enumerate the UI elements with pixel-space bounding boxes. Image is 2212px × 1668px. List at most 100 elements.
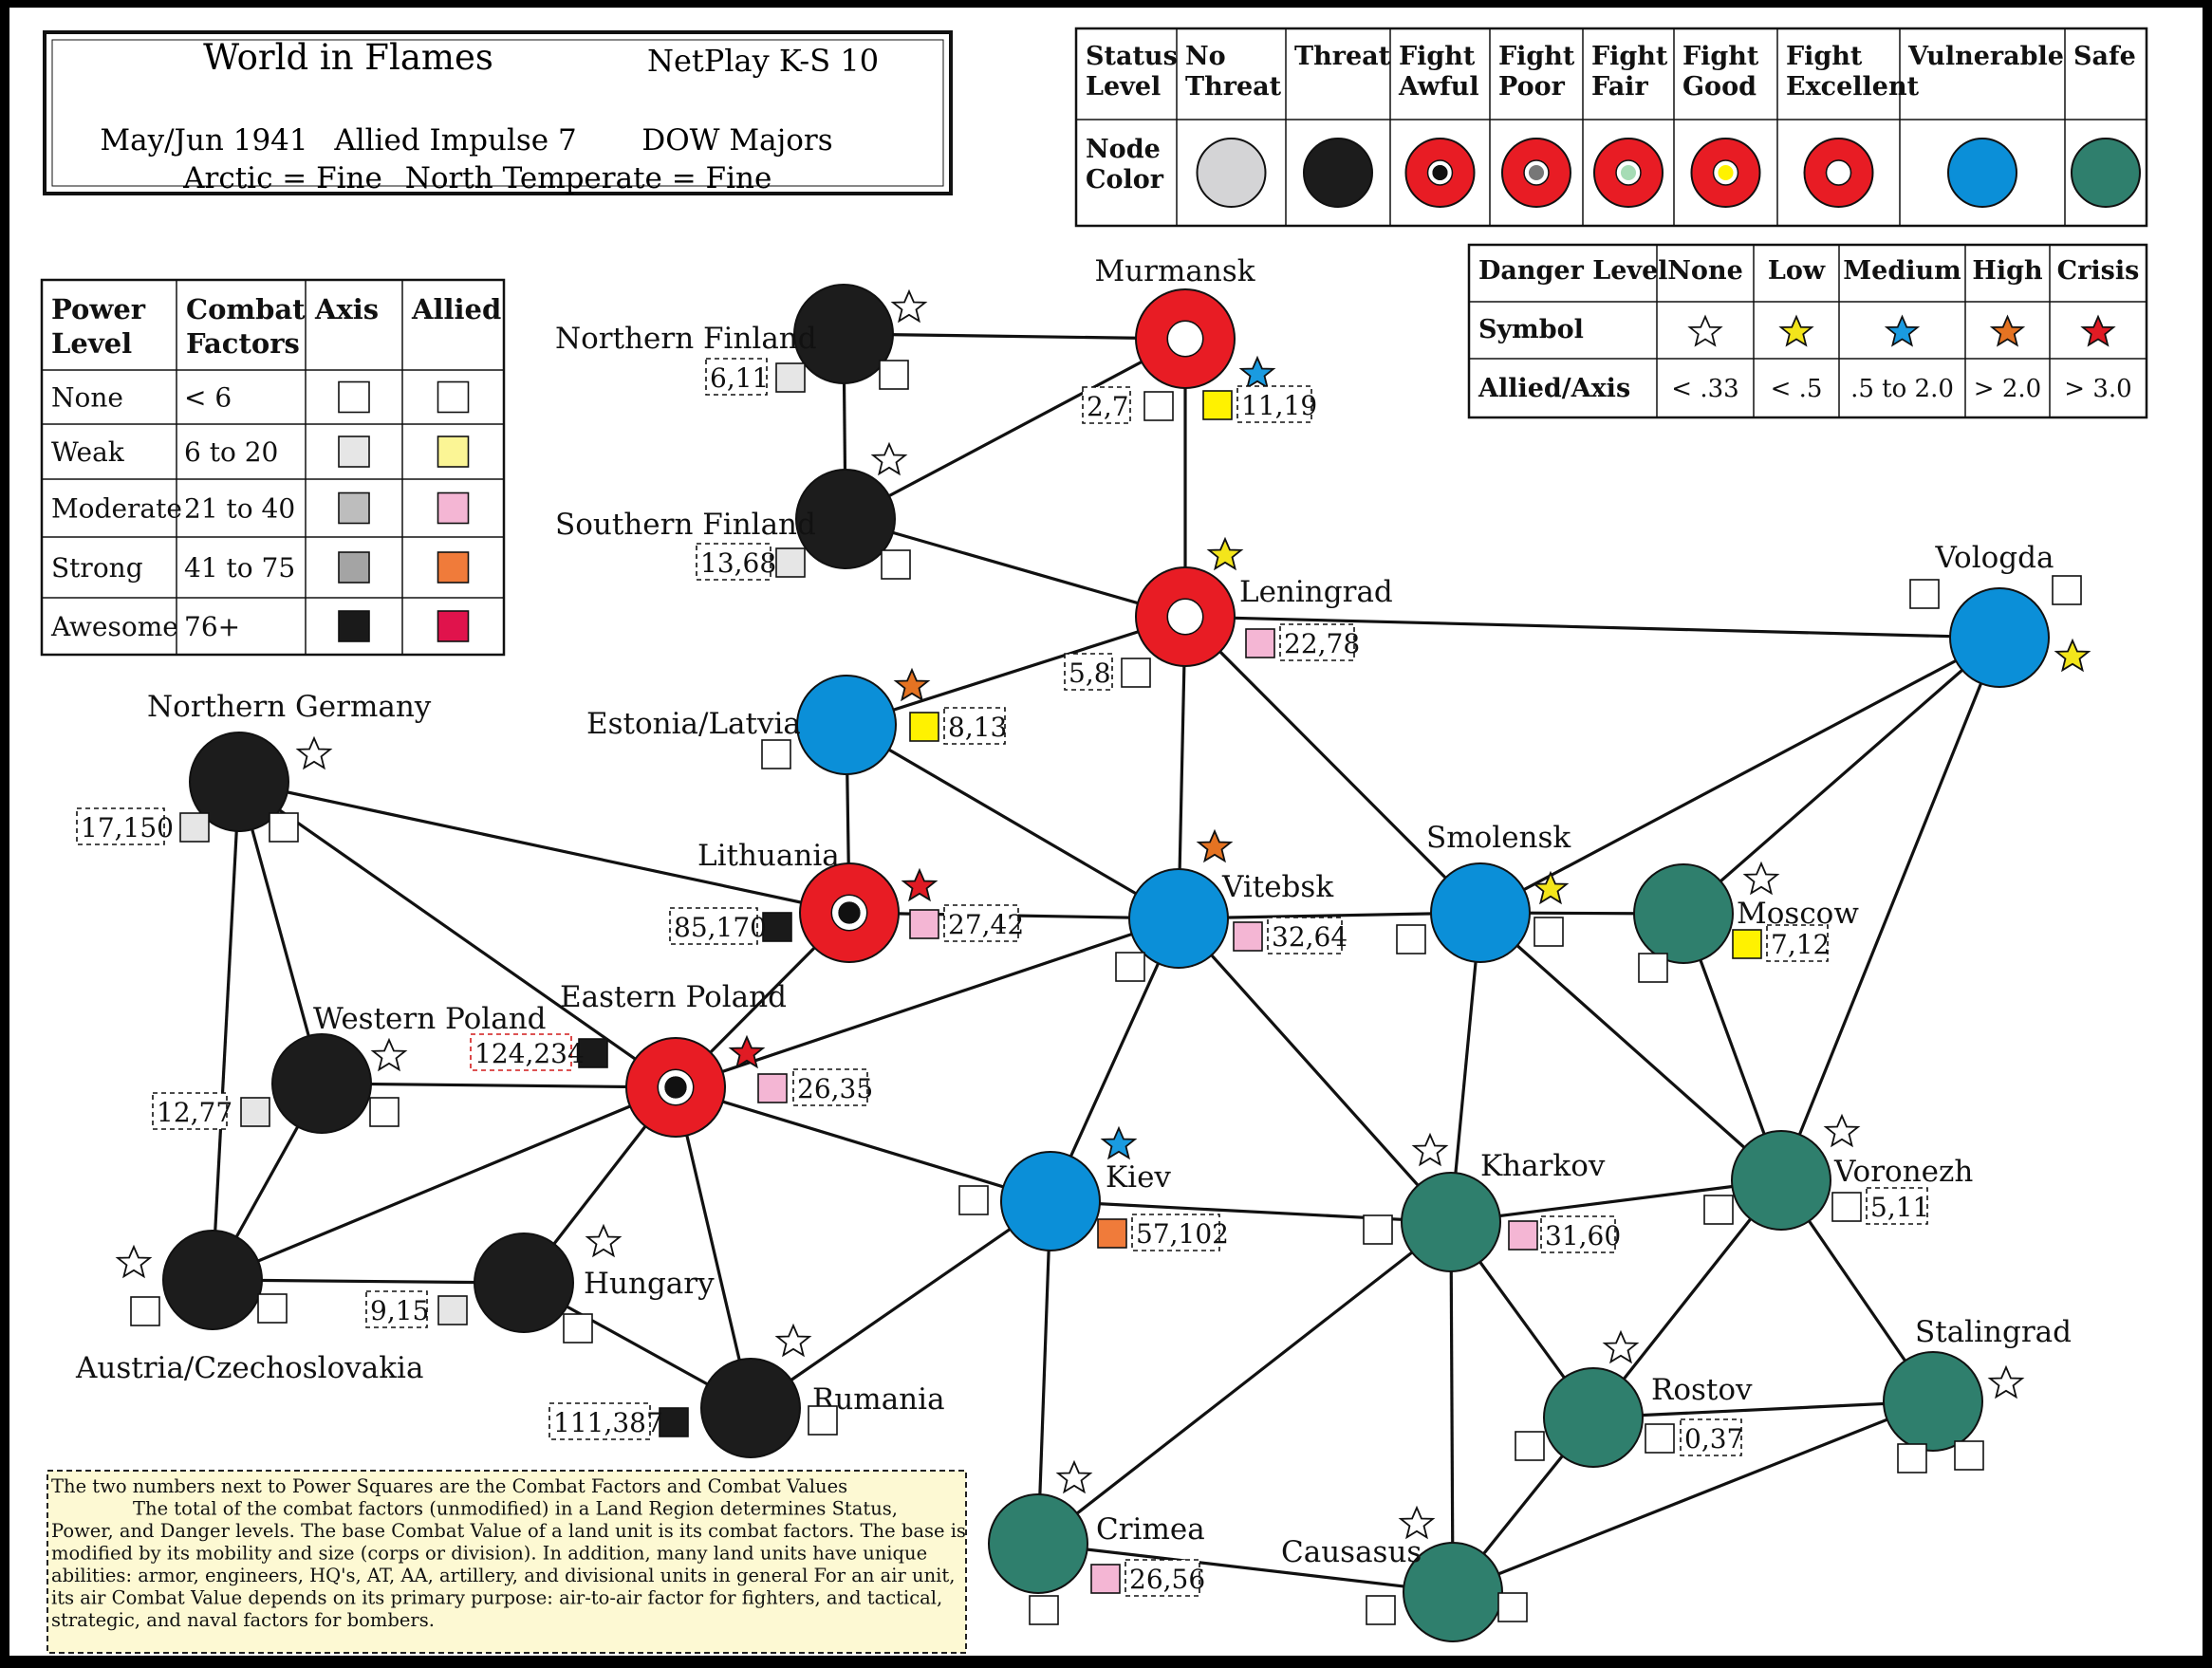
legend-node-none[interactable] [1196, 138, 1267, 208]
connection-smolensk-voronezh [1478, 911, 1783, 1182]
combat-values-western-poland: 12,77 [157, 1097, 232, 1128]
cv-box-voronezh [1866, 1187, 1928, 1225]
region-murmansk[interactable] [1135, 288, 1236, 389]
region-label-smolensk: Smolensk [1426, 821, 1571, 855]
power-square-vitebsk [1233, 921, 1263, 952]
region-label-voronezh: Voronezh [1833, 1155, 1973, 1189]
legend-node-fair[interactable] [1593, 138, 1664, 208]
region-austria-czechoslovakia[interactable] [162, 1230, 263, 1330]
connection-northern-germany-eastern-poland [238, 780, 677, 1089]
combat-values-murmansk: 11,19 [1241, 390, 1317, 421]
connection-voronezh-rostov [1591, 1179, 1783, 1418]
connection-northern-finland-murmansk [843, 332, 1186, 341]
region-voronezh[interactable] [1731, 1130, 1831, 1231]
region-moscow[interactable] [1633, 863, 1734, 964]
region-vologda[interactable] [1949, 587, 2050, 688]
region-leningrad[interactable] [1135, 566, 1236, 667]
note-line: Power, and Danger levels. The base Comba… [51, 1520, 966, 1542]
power-square-kharkov [1508, 1220, 1538, 1251]
danger-ratio: > 3.0 [2064, 375, 2131, 403]
cv-box-eastern-poland [792, 1068, 868, 1106]
region-eastern-poland[interactable] [625, 1037, 726, 1138]
region-label-kharkov: Kharkov [1480, 1149, 1606, 1183]
combat-values-voronezh: 5,11 [1870, 1192, 1929, 1223]
axis-power-square [338, 380, 370, 414]
weather-arctic: Arctic = Fine [182, 161, 382, 195]
combat-values-southern-finland: 13,68 [700, 547, 776, 579]
empty-square-northern-germany [269, 812, 299, 843]
region-crimea[interactable] [988, 1493, 1088, 1594]
power-square-crimea [1090, 1564, 1121, 1594]
connection-leningrad-vitebsk [1177, 616, 1187, 919]
region-vitebsk[interactable] [1128, 868, 1229, 969]
empty-square-rostov [1515, 1431, 1545, 1461]
empty-square-smolensk [1534, 917, 1564, 947]
status-column-label: Awful [1398, 72, 1479, 102]
allied-power-square [437, 436, 470, 468]
region-stalingrad[interactable] [1883, 1351, 1983, 1452]
connection-kharkov-causasus [1449, 1221, 1455, 1593]
empty-square-southern-finland [881, 549, 911, 580]
node-color-header: Color [1086, 165, 1164, 195]
empty-square-smolensk [1396, 924, 1426, 954]
legend-node-poor[interactable] [1501, 138, 1571, 208]
power-square-southern-finland [775, 547, 806, 578]
danger-column-label: None [1667, 256, 1743, 286]
note-line: strategic, and naval factors for bombers… [51, 1609, 435, 1631]
note-line: modified by its mobility and size (corps… [51, 1543, 927, 1565]
region-label-northern-finland: Northern Finland [555, 322, 817, 356]
legend-node-excellent[interactable] [1803, 138, 1874, 208]
connection-rumania-kiev [750, 1199, 1051, 1410]
legend-node-good[interactable] [1690, 138, 1761, 208]
power-square-murmansk [1202, 390, 1233, 420]
region-estonia-latvia[interactable] [796, 675, 897, 775]
region-northern-finland[interactable] [793, 284, 894, 384]
empty-square-crimea [1029, 1595, 1059, 1625]
region-label-leningrad: Leningrad [1239, 575, 1393, 609]
status-level-header: Status [1086, 42, 1178, 71]
region-nodes [162, 284, 2050, 1642]
legend-node-vulnerable[interactable] [1947, 138, 2017, 208]
region-hungary[interactable] [474, 1232, 574, 1333]
region-western-poland[interactable] [271, 1033, 372, 1134]
region-lithuania[interactable] [799, 862, 900, 963]
legend-node-awful[interactable] [1404, 138, 1476, 208]
cv-box-leningrad-axis [1064, 653, 1113, 691]
danger-column-label: Medium [1843, 256, 1961, 286]
connection-crimea-causasus [1037, 1542, 1454, 1594]
region-smolensk[interactable] [1430, 862, 1531, 963]
axis-power-square [338, 610, 370, 642]
symbol-header: Symbol [1478, 315, 1584, 344]
region-southern-finland[interactable] [795, 469, 896, 569]
legend-node-threat[interactable] [1303, 138, 1373, 208]
region-rostov[interactable] [1543, 1367, 1644, 1468]
empty-square-stalingrad [1897, 1443, 1927, 1473]
danger-column-label: Low [1768, 256, 1826, 286]
connection-northern-germany-lithuania [238, 780, 850, 915]
empty-square-austria-czechoslovakia [130, 1296, 160, 1326]
power-header: Allied [411, 293, 501, 325]
power-square-lithuania-axis [762, 912, 792, 942]
power-header: Level [51, 327, 132, 360]
region-causasus[interactable] [1403, 1542, 1503, 1642]
region-kiev[interactable] [1000, 1151, 1101, 1251]
connection-kharkov-voronezh [1450, 1178, 1782, 1224]
title-box: World in Flames NetPlay K-S 10 May/Jun 1… [43, 30, 953, 195]
region-northern-germany[interactable] [189, 732, 289, 832]
connection-leningrad-smolensk [1183, 615, 1482, 915]
cv-box-hungary [365, 1290, 428, 1328]
power-level-label: Weak [51, 436, 125, 468]
combat-values-hungary: 9,15 [370, 1295, 429, 1326]
region-kharkov[interactable] [1401, 1172, 1501, 1272]
axis-power-square [338, 436, 370, 468]
cv-box-southern-finland [696, 543, 771, 581]
region-rumania[interactable] [700, 1358, 801, 1458]
legend-node-safe[interactable] [2071, 138, 2141, 208]
cv-box-rumania [548, 1402, 651, 1440]
combat-values-murmansk-axis: 2,7 [1087, 391, 1129, 422]
status-column-label: Excellent [1786, 72, 1920, 102]
status-column-label: Threat [1294, 42, 1391, 71]
danger-column-label: High [1972, 256, 2043, 286]
